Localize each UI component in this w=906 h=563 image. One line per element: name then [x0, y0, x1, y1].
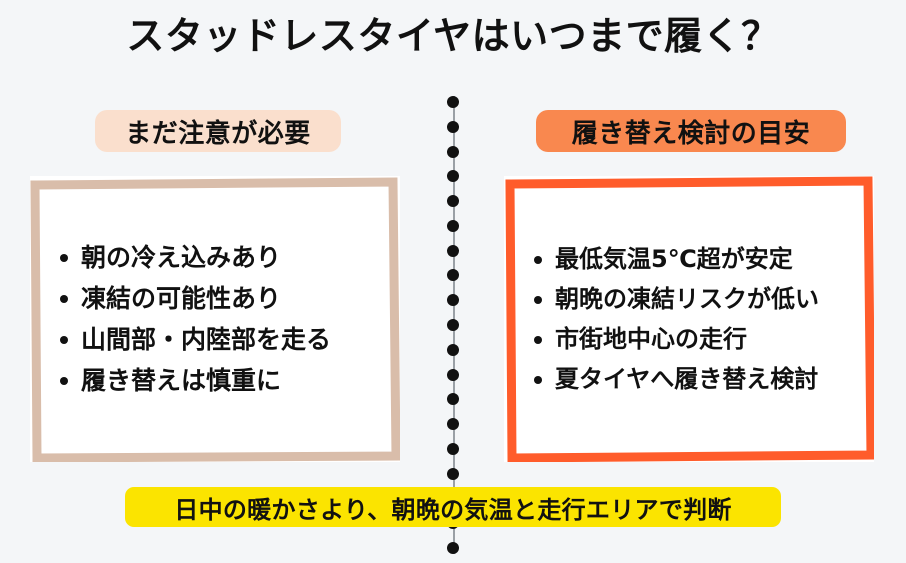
- card-left-body: 朝の冷え込みあり 凍結の可能性あり 山間部・内陸部を走る 履き替えは慎重に: [30, 176, 400, 462]
- list-item: 履き替えは慎重に: [60, 368, 382, 393]
- divider-dot-icon: [447, 542, 459, 554]
- bullet-dot-icon: [534, 336, 542, 344]
- list-item-label: 朝晩の凍結リスクが低い: [555, 285, 819, 313]
- bullet-dot-icon: [60, 254, 68, 262]
- bullet-dot-icon: [534, 256, 542, 264]
- bullet-dot-icon: [60, 377, 68, 385]
- divider-dot-icon: [447, 244, 459, 257]
- list-item: 山間部・内陸部を走る: [60, 327, 382, 352]
- page-title: スタッドレスタイヤはいつまで履く？: [126, 14, 780, 58]
- divider-dot-icon: [447, 195, 459, 208]
- divider-dot-icon: [447, 96, 459, 108]
- divider-dot-icon: [447, 145, 459, 158]
- list-item-label: 夏タイヤへ履き替え検討: [555, 365, 819, 393]
- card-left-caution: 朝の冷え込みあり 凍結の可能性あり 山間部・内陸部を走る 履き替えは慎重に: [30, 176, 400, 462]
- badge-left-caution: まだ注意が必要: [95, 110, 341, 152]
- list-item: 凍結の可能性あり: [60, 286, 382, 311]
- list-item: 夏タイヤへ履き替え検討: [534, 367, 856, 391]
- list-item-label: 市街地中心の走行: [555, 325, 747, 353]
- summary-banner: 日中の暖かさより、朝晩の気温と走行エリアで判断: [125, 487, 781, 527]
- divider-dots: [447, 96, 460, 554]
- bullet-dot-icon: [534, 376, 542, 384]
- vertical-dotted-divider: [447, 96, 460, 554]
- divider-dot-icon: [447, 442, 459, 455]
- list-item-label: 最低気温5℃超が安定: [555, 245, 793, 273]
- list-item-label: 凍結の可能性あり: [81, 284, 282, 313]
- divider-dot-icon: [447, 393, 459, 406]
- card-right-body: 最低気温5℃超が安定 朝晩の凍結リスクが低い 市街地中心の走行 夏タイヤへ履き替…: [504, 176, 874, 462]
- list-item: 朝の冷え込みあり: [60, 245, 382, 270]
- list-item: 朝晩の凍結リスクが低い: [534, 287, 856, 311]
- divider-dot-icon: [447, 219, 459, 232]
- divider-dot-icon: [447, 319, 459, 331]
- divider-dot-icon: [447, 467, 459, 480]
- divider-dot-icon: [447, 120, 459, 133]
- divider-dot-icon: [447, 294, 459, 307]
- bullet-dot-icon: [60, 336, 68, 344]
- badge-right-swap-guideline: 履き替え検討の目安: [536, 110, 846, 152]
- divider-dot-icon: [447, 170, 459, 183]
- list-item: 市街地中心の走行: [534, 327, 856, 351]
- divider-dot-icon: [447, 418, 459, 431]
- divider-dot-icon: [447, 269, 459, 282]
- list-item-label: 朝の冷え込みあり: [81, 243, 282, 272]
- bullet-list-left: 朝の冷え込みあり 凍結の可能性あり 山間部・内陸部を走る 履き替えは慎重に: [60, 245, 382, 393]
- bullet-dot-icon: [534, 296, 542, 304]
- bullet-dot-icon: [60, 295, 68, 303]
- divider-dot-icon: [447, 343, 459, 356]
- card-right-swap-guideline: 最低気温5℃超が安定 朝晩の凍結リスクが低い 市街地中心の走行 夏タイヤへ履き替…: [504, 176, 874, 462]
- list-item-label: 履き替えは慎重に: [81, 366, 282, 395]
- list-item-label: 山間部・内陸部を走る: [81, 325, 332, 354]
- list-item: 最低気温5℃超が安定: [534, 247, 856, 271]
- divider-dot-icon: [447, 368, 459, 381]
- bullet-list-right: 最低気温5℃超が安定 朝晩の凍結リスクが低い 市街地中心の走行 夏タイヤへ履き替…: [534, 247, 856, 391]
